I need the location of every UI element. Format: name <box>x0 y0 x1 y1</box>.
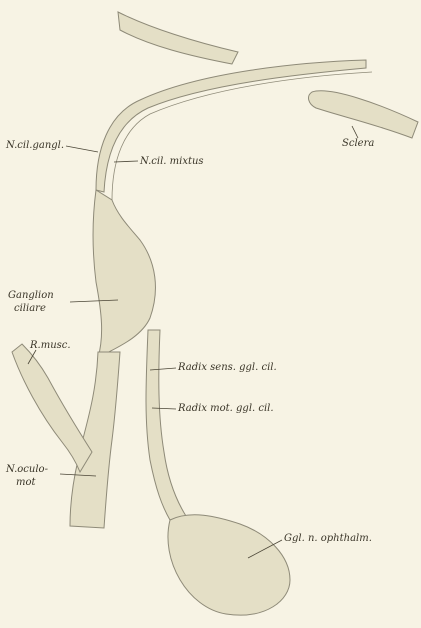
leader-n-cil-mixtus <box>114 161 138 162</box>
label-r-musc: R.musc. <box>30 340 71 351</box>
label-n-oculomot-line1: N.oculo- <box>6 464 48 475</box>
ciliary-nerve-band <box>96 60 366 192</box>
leader-sclera <box>352 126 358 138</box>
label-ganglion-ciliare-line1: Ganglion <box>8 290 54 301</box>
leader-n-cil-gangl <box>66 146 98 152</box>
label-ganglion-ciliare-line2: ciliare <box>14 303 46 314</box>
radix-strand <box>146 330 186 520</box>
nerve-inner-fibre <box>112 72 372 200</box>
label-radix-mot: Radix mot. ggl. cil. <box>178 403 274 414</box>
sclera-fragment-top <box>118 12 238 64</box>
label-ggl-ophthalm: Ggl. n. ophthalm. <box>284 533 372 544</box>
sclera-fragment-right <box>309 91 418 138</box>
ganglion-ciliare-shape <box>93 190 155 358</box>
label-n-oculomot-line2: mot <box>16 477 36 488</box>
label-n-cil-gangl: N.cil.gangl. <box>6 140 64 151</box>
r-musc-branch <box>12 344 92 472</box>
label-radix-sens: Radix sens. ggl. cil. <box>178 362 277 373</box>
ophthalmic-ganglion-shape <box>168 515 290 615</box>
label-n-cil-mixtus: N.cil. mixtus <box>140 156 204 167</box>
label-sclera: Sclera <box>342 138 374 149</box>
